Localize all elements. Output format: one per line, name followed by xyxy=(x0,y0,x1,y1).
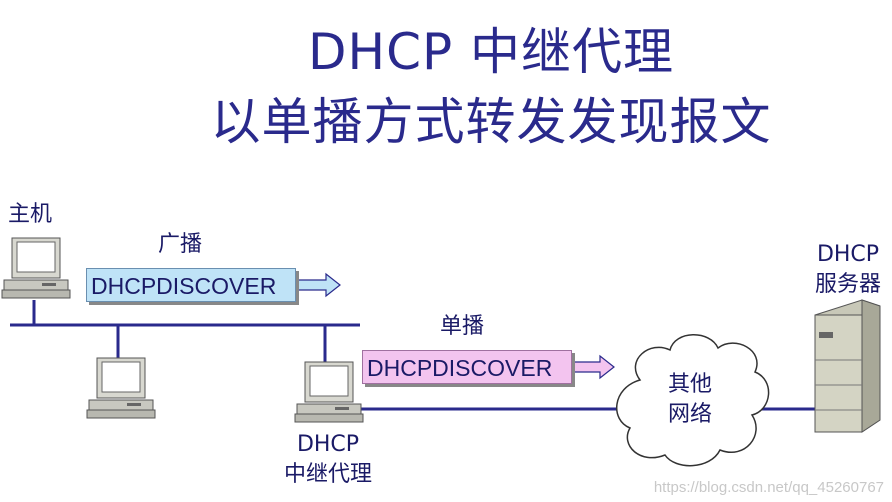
unicast-arrow-icon xyxy=(573,354,615,380)
relay-label-line2: 中继代理 xyxy=(283,462,372,487)
cloud-label-line1: 其他 xyxy=(667,372,712,397)
broadcast-arrow-icon xyxy=(297,272,341,298)
server-label-line2: 服务器 xyxy=(814,272,881,297)
cloud-icon xyxy=(616,334,770,467)
cloud-label-line2: 网络 xyxy=(667,402,712,427)
computer-icon xyxy=(86,357,156,419)
diagram-title-line1: DHCP 中继代理 xyxy=(307,23,675,81)
unicast-message-box: DHCPDISCOVER xyxy=(362,350,572,384)
unicast-label: 单播 xyxy=(440,314,485,339)
server-label-line1: DHCP xyxy=(816,242,880,267)
watermark: https://blog.csdn.net/qq_45260767 xyxy=(653,479,884,496)
relay-label-line1: DHCP xyxy=(296,432,360,457)
host-label: 主机 xyxy=(8,202,53,227)
diagram-title-line2: 以单播方式转发发现报文 xyxy=(210,93,772,151)
host-computer-icon xyxy=(1,237,71,299)
dhcp-server-icon xyxy=(814,299,881,433)
broadcast-message-box: DHCPDISCOVER xyxy=(86,268,296,302)
relay-computer-icon xyxy=(294,361,364,423)
broadcast-label: 广播 xyxy=(158,232,203,257)
